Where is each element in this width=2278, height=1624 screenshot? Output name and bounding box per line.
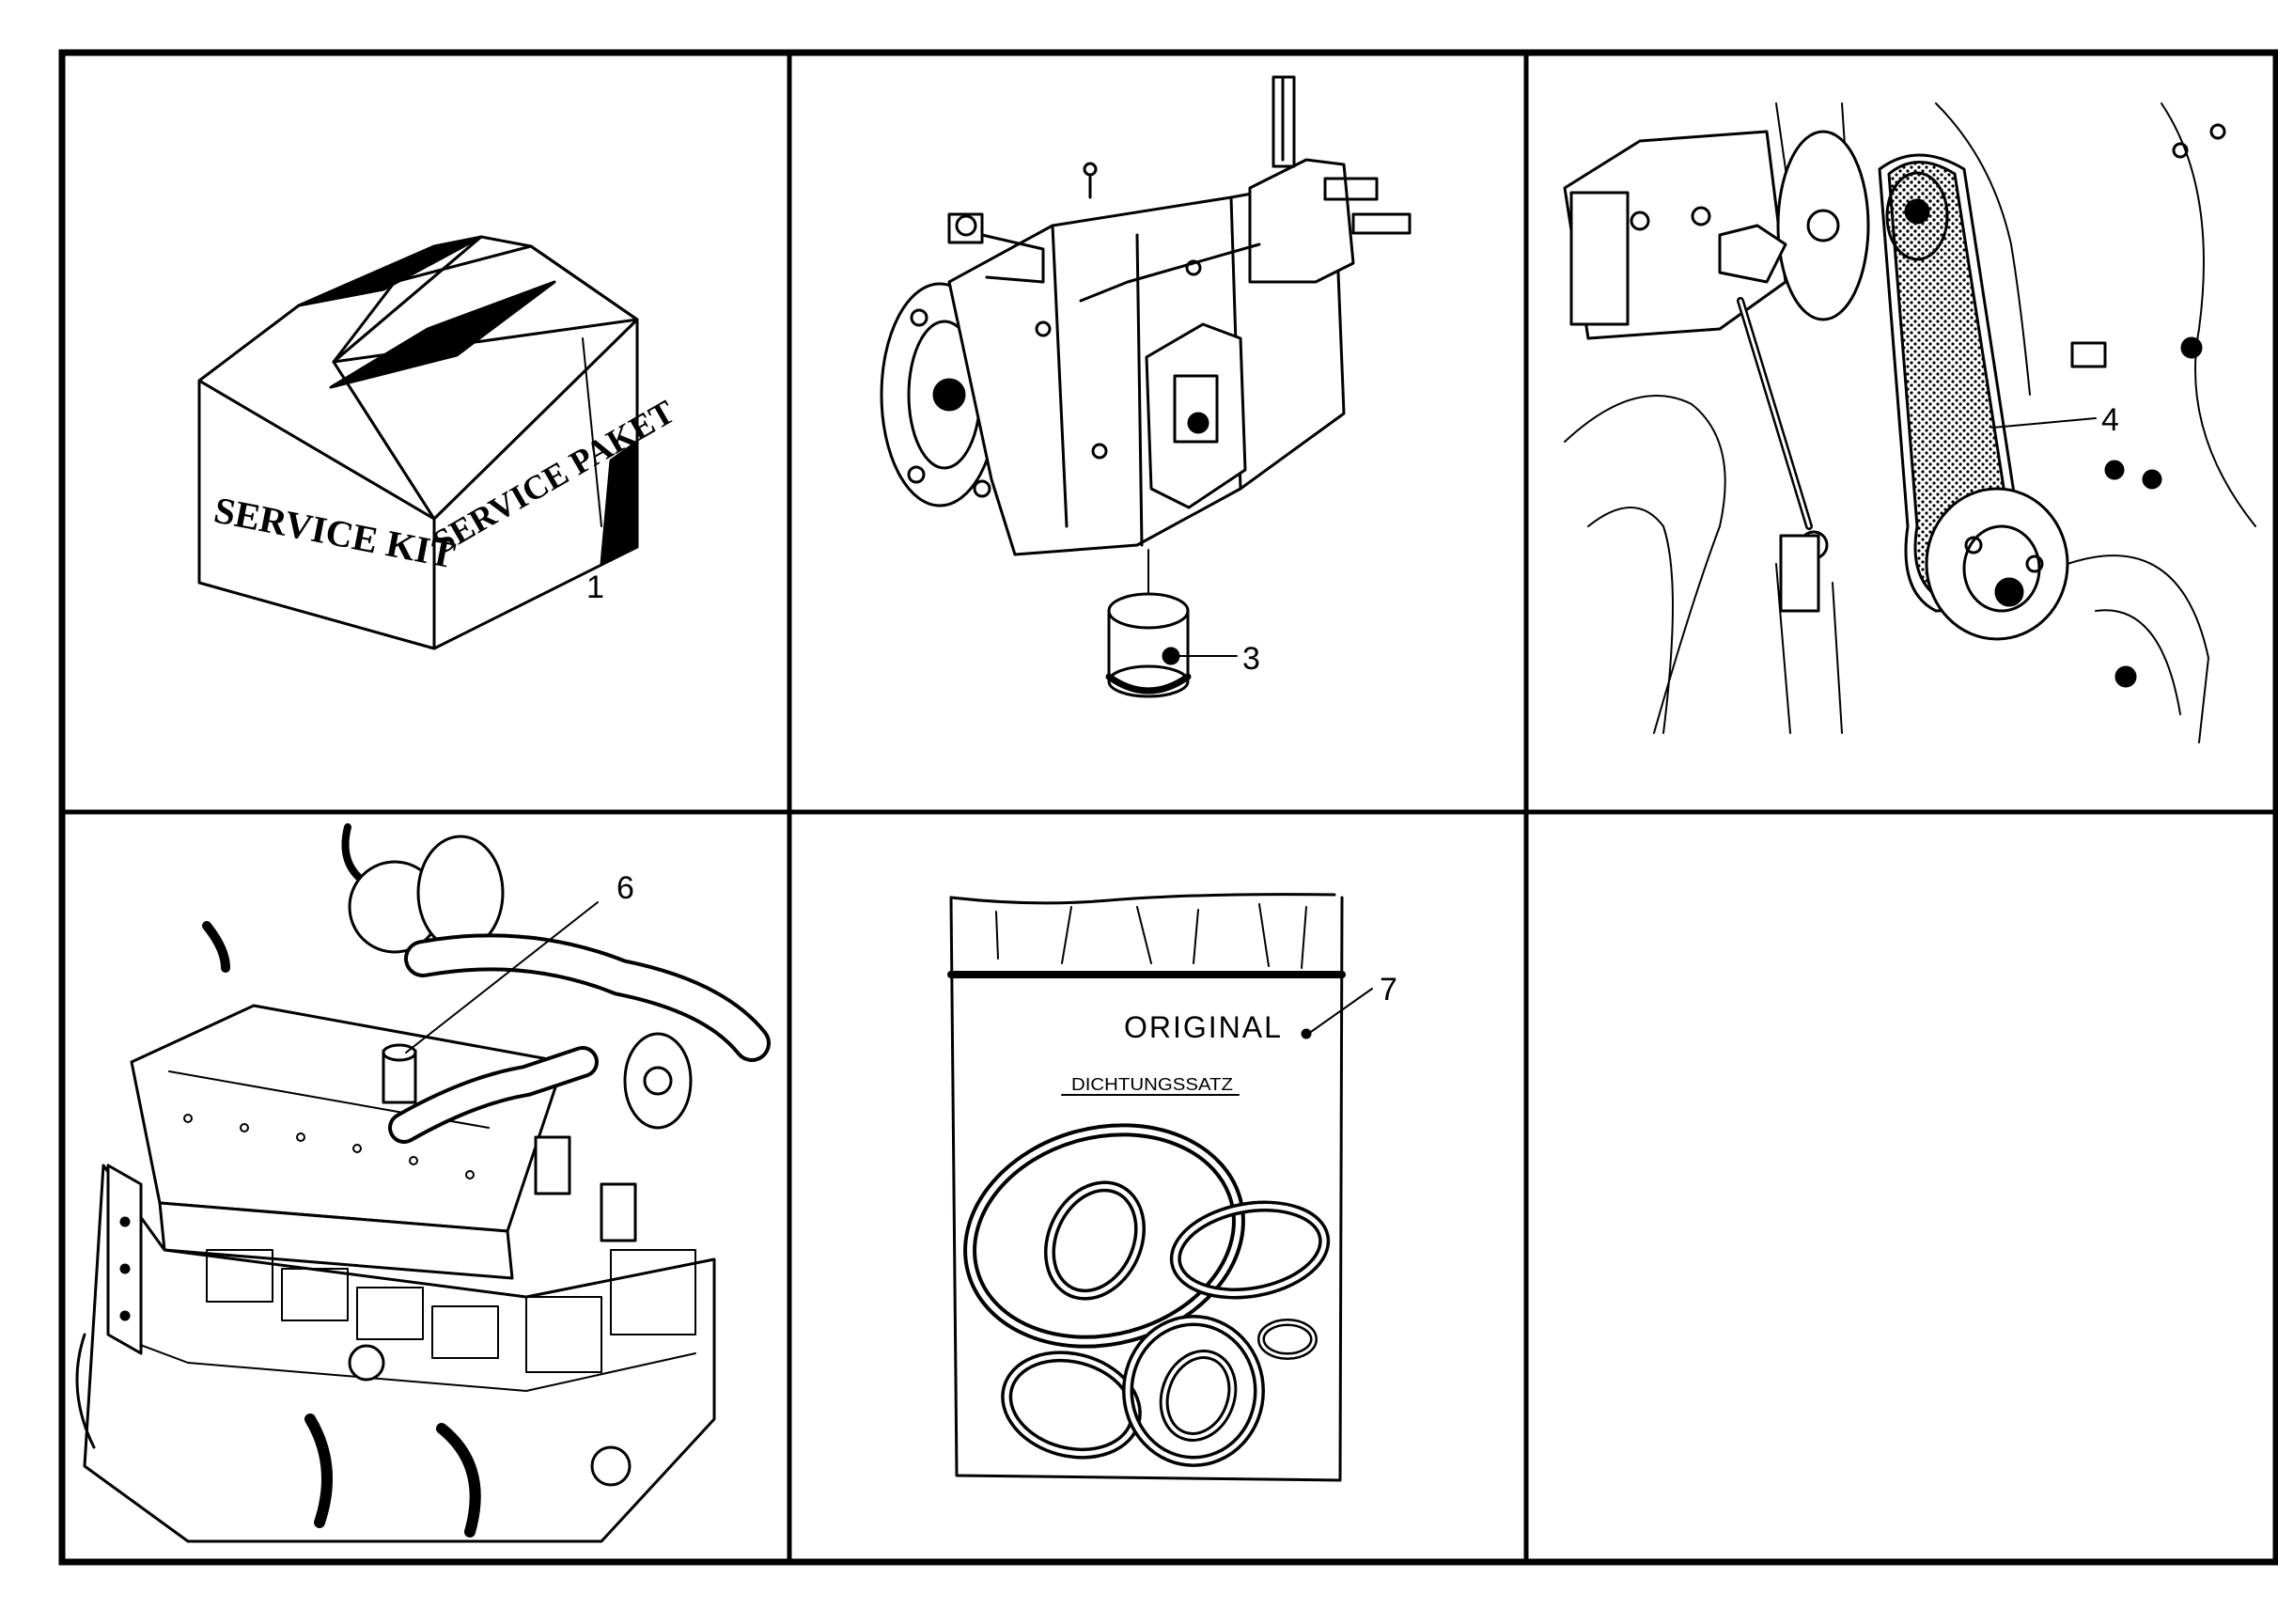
panel-gasket-bag: ORIGINAL DICHTUNGSSATZ 7 <box>947 893 1397 1482</box>
bushing-part-3 <box>1105 549 1238 698</box>
belt-drive-illustration <box>1563 102 2256 743</box>
service-kit-box-illustration <box>197 235 639 650</box>
panel-engine: 6 <box>75 823 771 1543</box>
bag-subtitle: DICHTUNGSSATZ <box>1071 1075 1233 1094</box>
callout-4: 4 <box>2101 402 2119 438</box>
callout-3: 3 <box>1242 641 1260 677</box>
panel-grid <box>58 49 2278 1566</box>
panel-fuel-pump: 3 <box>880 75 1412 698</box>
callout-7: 7 <box>1380 972 1397 1007</box>
fuel-pump-illustration <box>880 75 1412 556</box>
bag-title: ORIGINAL <box>1124 1010 1283 1044</box>
panel-service-kit: SERVICE KIT SERVICE PAKET 1 <box>197 235 680 650</box>
callout-6: 6 <box>616 870 634 906</box>
gasket-bag-illustration <box>947 893 1373 1482</box>
engine-illustration <box>75 823 771 1543</box>
callout-1: 1 <box>586 570 604 605</box>
panel-belt-drive: 4 <box>1563 102 2256 743</box>
